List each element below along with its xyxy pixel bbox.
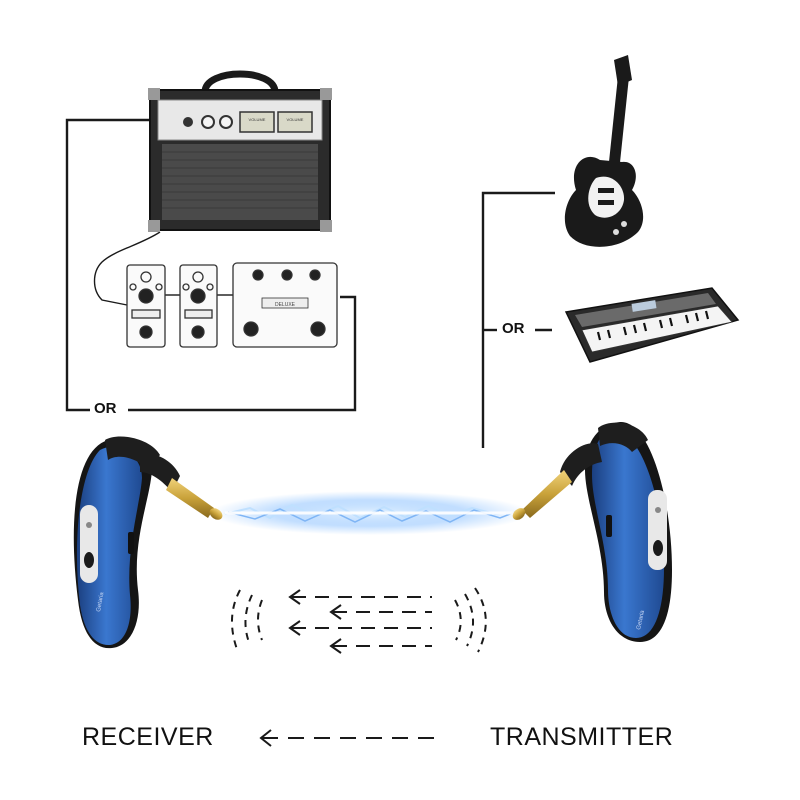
receiver-jack-tip xyxy=(209,508,223,520)
guitar-knob xyxy=(613,229,619,235)
keyboard xyxy=(564,287,740,363)
keyboard-display xyxy=(631,300,657,312)
transmitter-body xyxy=(592,429,664,638)
amp-knob xyxy=(201,115,215,129)
amp-corner xyxy=(320,88,332,100)
transmitter-jack-plug xyxy=(522,470,572,518)
transmitter-button xyxy=(653,540,663,556)
receiver-label-panel xyxy=(80,505,98,583)
receiver-wave-arcs xyxy=(230,589,263,653)
receiver-led xyxy=(86,522,92,528)
amplifier: VOLUME VOLUME xyxy=(148,70,332,232)
guitar-knob xyxy=(621,221,627,227)
transmitter-jack-tip xyxy=(512,508,526,520)
left-bracket-line xyxy=(65,118,150,412)
amp-meter-left xyxy=(239,111,275,133)
bottom-arrow xyxy=(259,729,436,747)
guitar-headstock xyxy=(614,55,632,86)
or-label-left: OR xyxy=(90,400,121,417)
transmitter-label-panel xyxy=(648,490,667,570)
left-bracket-bottom xyxy=(128,295,357,412)
amp-handle xyxy=(201,70,279,93)
amp-corner xyxy=(148,88,160,100)
receiver-button xyxy=(84,552,94,568)
signal-arrow xyxy=(329,638,432,654)
amp-meter-right xyxy=(277,111,313,133)
transmitter-device: Getaria xyxy=(512,421,672,642)
pedal-1 xyxy=(126,264,166,348)
transmitter-wave-arcs xyxy=(454,587,487,653)
keyboard-keys xyxy=(581,305,733,353)
transmitter-top-cap xyxy=(598,422,648,452)
transmitter-led xyxy=(655,507,661,513)
receiver-side-switch xyxy=(128,532,134,554)
amp-grille-texture xyxy=(162,151,318,209)
signal-arrow xyxy=(329,604,432,620)
keyboard-black-keys xyxy=(596,310,710,341)
right-bracket-line xyxy=(481,191,555,448)
pedal-3 xyxy=(232,262,338,348)
transmitter-label: TRANSMITTER xyxy=(490,723,674,751)
pedal-3-title: DELUXE xyxy=(275,302,296,308)
signal-arrow xyxy=(288,589,432,605)
receiver-jack-plug xyxy=(166,478,214,518)
receiver-label: RECEIVER xyxy=(82,723,214,751)
effect-pedals xyxy=(126,262,338,348)
amp-to-pedal-cable xyxy=(93,231,161,306)
amp-corner xyxy=(148,220,160,232)
amp-knob xyxy=(219,115,233,129)
electric-guitar xyxy=(564,55,644,247)
signal-arrows xyxy=(259,589,436,747)
signal-arrow xyxy=(288,620,432,636)
wireless-signal-beam xyxy=(210,491,530,535)
transmitter-brand-text: Getaria xyxy=(636,609,646,630)
keyboard-panel xyxy=(575,293,716,327)
guitar-neck xyxy=(608,79,629,169)
amp-knob xyxy=(183,117,193,127)
transmitter-side-switch xyxy=(606,515,612,537)
receiver-device: Getaria xyxy=(73,436,223,649)
guitar-pickup xyxy=(598,200,614,205)
amp-meter-label: VOLUME xyxy=(249,117,266,122)
amp-meter-label: VOLUME xyxy=(287,117,304,122)
connection-lines xyxy=(65,118,555,448)
guitar-pickup xyxy=(598,188,614,193)
or-label-right: OR xyxy=(498,320,529,337)
transmitter-jack-head xyxy=(560,443,602,486)
guitar-pickguard xyxy=(588,176,625,218)
receiver-body xyxy=(76,446,142,646)
pedal-2 xyxy=(179,264,218,348)
receiver-brand-text: Getaria xyxy=(96,591,105,612)
amp-corner xyxy=(320,220,332,232)
amp-grille xyxy=(162,144,318,220)
